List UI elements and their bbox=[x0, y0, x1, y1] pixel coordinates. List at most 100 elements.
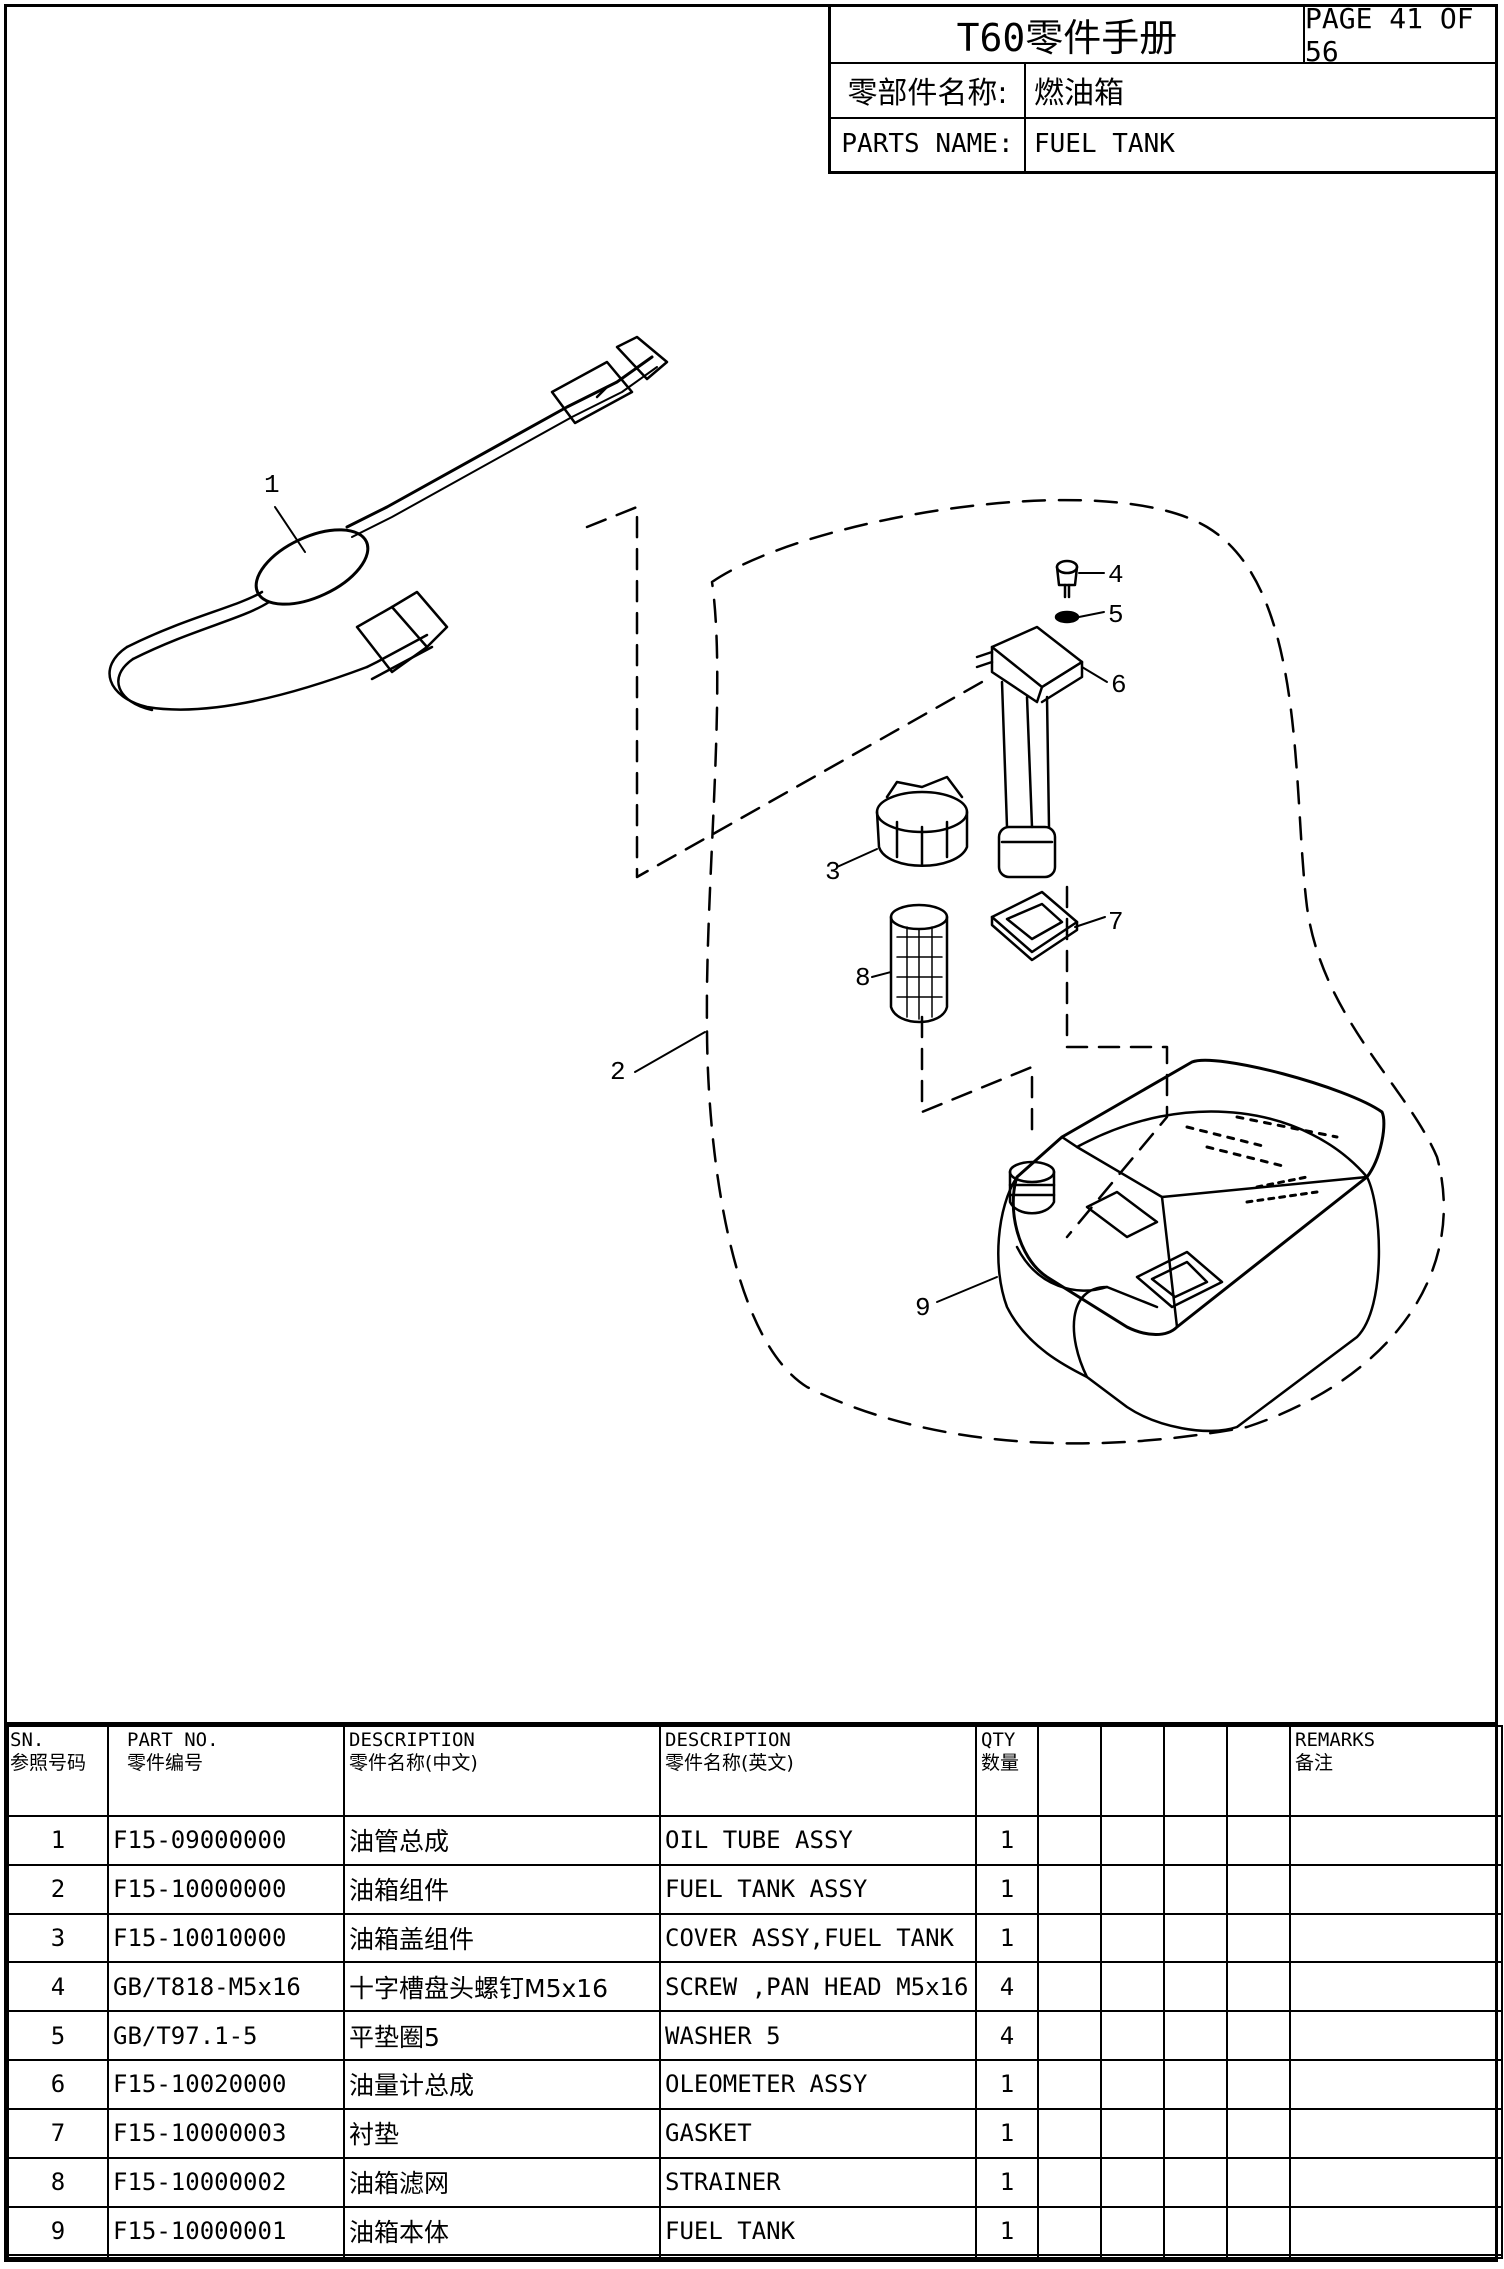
cell-blank bbox=[1037, 1912, 1102, 1964]
cell-blank bbox=[1037, 1814, 1102, 1866]
cell-part-no: F15-10010000 bbox=[107, 1912, 345, 1964]
cell-remarks bbox=[1289, 2059, 1503, 2110]
gauge-leader-dashed bbox=[1065, 885, 1169, 1239]
cell-blank bbox=[1037, 2107, 1102, 2159]
callout-4: 4 bbox=[1108, 560, 1124, 590]
callout-1: 1 bbox=[264, 470, 280, 500]
screw-washer-drawing bbox=[1054, 559, 1080, 624]
cell-remarks bbox=[1289, 2107, 1503, 2159]
cell-blank bbox=[1037, 2010, 1102, 2062]
cell-remarks bbox=[1289, 2156, 1503, 2208]
cell-qty bbox=[975, 2254, 1039, 2259]
cn-name-label: 零部件名称: bbox=[831, 62, 1026, 117]
oleometer-drawing bbox=[975, 625, 1084, 879]
cell-part-no: F15-09000000 bbox=[107, 1814, 345, 1866]
callout-2: 2 bbox=[610, 1057, 626, 1087]
cell-blank bbox=[1037, 1961, 1102, 2013]
cell-part-no: F15-10020000 bbox=[107, 2059, 345, 2110]
cell-blank bbox=[1100, 1912, 1165, 1964]
gasket-drawing bbox=[990, 890, 1079, 962]
cell-desc-cn: 衬垫 bbox=[343, 2107, 661, 2159]
cn-name-value: 燃油箱 bbox=[1034, 75, 1124, 111]
cell-remarks bbox=[1289, 1961, 1503, 2013]
cell-blank bbox=[1037, 1863, 1102, 1915]
leader-7 bbox=[1074, 916, 1106, 928]
cell-sn: 1 bbox=[7, 1814, 109, 1866]
callout-9: 9 bbox=[915, 1293, 931, 1323]
cell-blank bbox=[1100, 1961, 1165, 2013]
cell-sn: 7 bbox=[7, 2107, 109, 2159]
cell-qty: 4 bbox=[975, 2010, 1039, 2062]
cell-blank bbox=[1037, 2156, 1102, 2208]
cell-desc-en: FUEL TANK ASSY bbox=[659, 1863, 977, 1915]
cell-blank bbox=[1163, 1863, 1228, 1915]
cell-desc-cn: 油箱滤网 bbox=[343, 2156, 661, 2208]
cell-remarks bbox=[1289, 1912, 1503, 1964]
cell-sn: 3 bbox=[7, 1912, 109, 1964]
cell-blank bbox=[1226, 2107, 1291, 2159]
cell-qty: 4 bbox=[975, 1961, 1039, 2013]
cell-remarks bbox=[1289, 2010, 1503, 2062]
cell-qty: 1 bbox=[975, 1814, 1039, 1866]
fuel-tank-drawing bbox=[997, 1058, 1386, 1433]
cell-blank bbox=[1226, 1863, 1291, 1915]
cell-blank bbox=[1100, 2156, 1165, 2208]
cell-part-no: F15-10000003 bbox=[107, 2107, 345, 2159]
callout-7: 7 bbox=[1108, 907, 1124, 937]
cell-blank bbox=[1163, 2107, 1228, 2159]
drawing-sheet: T60零件手册 PAGE 41 OF 56 零部件名称: 燃油箱 PARTS N… bbox=[4, 2, 1503, 2262]
cell-sn: 5 bbox=[7, 2010, 109, 2062]
cell-blank bbox=[1100, 2010, 1165, 2062]
title-block: T60零件手册 PAGE 41 OF 56 零部件名称: 燃油箱 PARTS N… bbox=[828, 2, 1498, 174]
callout-3: 3 bbox=[825, 857, 841, 887]
leader-8 bbox=[871, 971, 892, 978]
oil-tube-assy-drawing bbox=[108, 335, 669, 712]
leader-5 bbox=[1078, 611, 1105, 618]
cell-desc-en: OLEOMETER ASSY bbox=[659, 2059, 977, 2110]
strainer-drawing bbox=[889, 903, 949, 1024]
cell-blank bbox=[1226, 2205, 1291, 2257]
cell-blank bbox=[1226, 1912, 1291, 1964]
cell-qty: 1 bbox=[975, 1863, 1039, 1915]
cell-blank bbox=[1100, 1863, 1165, 1915]
cell-desc-cn: 油管总成 bbox=[343, 1814, 661, 1866]
cell-desc-cn: 平垫圈5 bbox=[343, 2010, 661, 2062]
cell-blank bbox=[1163, 1961, 1228, 2013]
cell-blank bbox=[1163, 2059, 1228, 2110]
cell-desc-en: OIL TUBE ASSY bbox=[659, 1814, 977, 1866]
header-blank-1 bbox=[1037, 1725, 1102, 1817]
hose-leader-dashed bbox=[585, 505, 984, 879]
cell-qty: 1 bbox=[975, 1912, 1039, 1964]
cell-desc-en: STRAINER bbox=[659, 2156, 977, 2208]
exploded-view-drawing: 1 2 3 4 5 6 7 8 9 bbox=[108, 335, 1446, 1445]
callout-5: 5 bbox=[1108, 600, 1124, 630]
cell-qty: 1 bbox=[975, 2205, 1039, 2257]
cell-blank bbox=[1100, 2205, 1165, 2257]
cell-blank bbox=[1226, 1961, 1291, 2013]
cn-name-row: 零部件名称: 燃油箱 bbox=[831, 62, 1495, 119]
cell-blank bbox=[1226, 2254, 1291, 2259]
strainer-leader-dashed bbox=[920, 1015, 1034, 1139]
cell-blank bbox=[1037, 2205, 1102, 2257]
cell-blank bbox=[1226, 2059, 1291, 2110]
cell-sn: 8 bbox=[7, 2156, 109, 2208]
cell-remarks bbox=[1289, 1863, 1503, 1915]
header-sn: SN.参照号码 bbox=[7, 1725, 109, 1817]
cell-qty: 1 bbox=[975, 2059, 1039, 2110]
leader-6 bbox=[1081, 666, 1108, 683]
cell-blank bbox=[1100, 2254, 1165, 2259]
cell-desc-en bbox=[659, 2254, 977, 2259]
cell-desc-en: COVER ASSY,FUEL TANK bbox=[659, 1912, 977, 1964]
en-name-label: PARTS NAME: bbox=[831, 117, 1026, 171]
cell-sn: 4 bbox=[7, 1961, 109, 2013]
cell-blank bbox=[1037, 2059, 1102, 2110]
header-blank-2 bbox=[1100, 1725, 1165, 1817]
